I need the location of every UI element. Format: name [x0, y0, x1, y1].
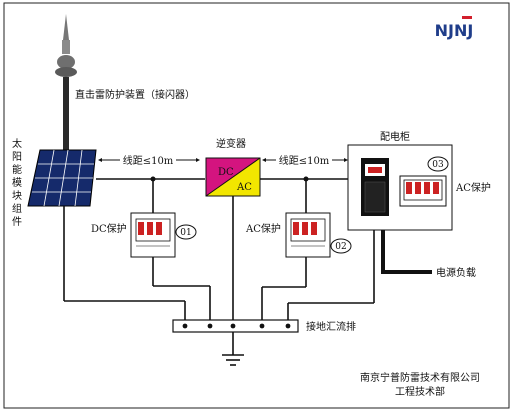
solar-panel-label: 太 阳 能 模 块 组 件: [12, 137, 22, 228]
logo-text: NJNJ: [435, 21, 474, 40]
inverter-dc-label: DC: [218, 167, 234, 178]
logo-accent: [462, 16, 472, 19]
cabinet-protector-label: AC保护: [455, 181, 491, 194]
dc-protector-tag: [175, 224, 197, 240]
svg-text:太: 太: [12, 137, 22, 150]
dc-protector-label: DC保护: [91, 222, 127, 235]
ground-bus-label: 接地汇流排: [306, 320, 356, 333]
load-label: 电源负载: [436, 266, 476, 279]
cabinet-surge-protector: [399, 175, 447, 207]
ac-protector-number: 02: [335, 242, 346, 252]
load-line: [381, 216, 432, 274]
svg-text:线距≤10m: 线距≤10m: [123, 154, 174, 167]
solar-panel: [27, 149, 97, 207]
company-logo: NJNJ: [412, 16, 496, 41]
svg-text:组: 组: [12, 202, 22, 215]
svg-text:块: 块: [12, 190, 22, 202]
dc-protector-number: 01: [180, 228, 191, 238]
svg-text:能: 能: [12, 163, 22, 176]
svg-text:模: 模: [12, 177, 22, 189]
company-department: 工程技术部: [395, 385, 445, 398]
lightning-rod-label: 直击雷防护装置（接闪器）: [75, 88, 195, 101]
distance-right: 线距≤10m: [262, 154, 348, 167]
inverter: [205, 157, 261, 197]
ground-bus-bar: [172, 319, 299, 333]
cabinet-title: 配电柜: [380, 130, 410, 143]
cabinet-protector-tag: [427, 156, 449, 172]
inverter-title: 逆变器: [216, 137, 246, 150]
junction-dots: [150, 176, 309, 182]
diagram-frame: [3, 2, 510, 409]
distance-left: 线距≤10m: [98, 154, 200, 167]
ac-protector-tag: [330, 238, 352, 254]
svg-text:线距≤10m: 线距≤10m: [279, 154, 330, 167]
lightning-rod-icon: [55, 14, 77, 151]
cabinet-protector-number: 03: [432, 160, 444, 170]
inverter-ac-label: AC: [236, 182, 252, 193]
ac-protector-label: AC保护: [245, 222, 281, 235]
ac-surge-protector: [285, 212, 331, 258]
svg-text:件: 件: [12, 216, 22, 228]
company-name: 南京宁普防雷技术有限公司: [360, 371, 480, 384]
svg-text:阳: 阳: [12, 151, 22, 163]
cabinet-meter: [361, 158, 389, 216]
dc-surge-protector: [130, 212, 176, 258]
